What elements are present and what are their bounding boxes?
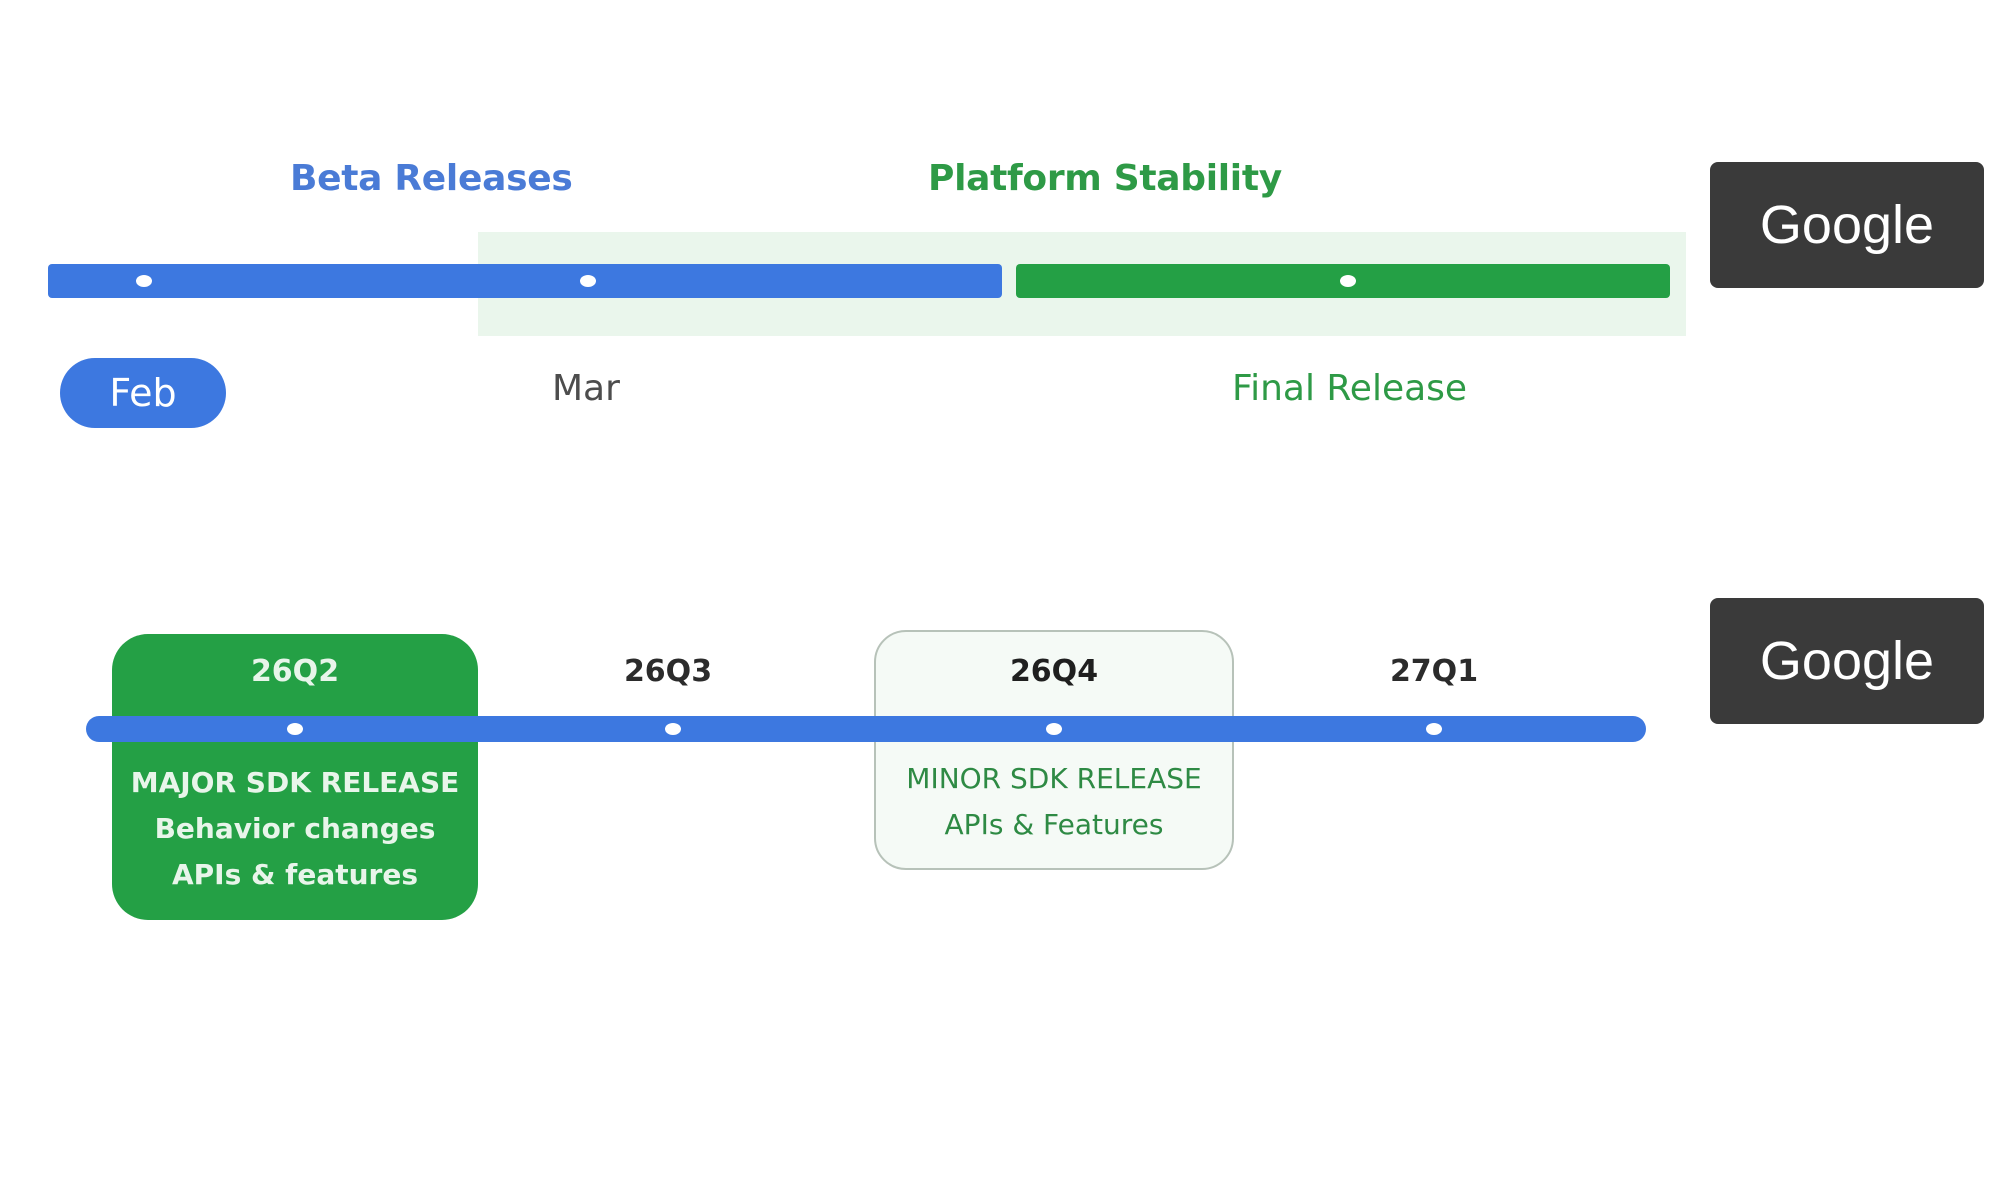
minor-release-line-apis: APIs & Features <box>944 808 1164 841</box>
beta-timeline-bar <box>48 264 1002 298</box>
major-release-card <box>112 634 478 920</box>
phase-label-platform-stability: Platform Stability <box>928 158 1282 199</box>
quarter-label-26q2: 26Q2 <box>250 654 340 689</box>
major-release-title: MAJOR SDK RELEASE <box>130 766 460 799</box>
quarter-label-27q1: 27Q1 <box>1389 654 1479 689</box>
minor-release-card <box>874 630 1234 870</box>
quarter-dot-26q2 <box>287 723 303 735</box>
phase-label-beta: Beta Releases <box>290 158 573 199</box>
milestone-dot-final <box>1340 275 1356 287</box>
milestone-label-final-release: Final Release <box>1232 368 1468 409</box>
major-release-line-behavior: Behavior changes <box>154 812 436 845</box>
quarter-dot-26q4 <box>1046 723 1062 735</box>
major-release-line-apis: APIs & features <box>171 858 419 891</box>
milestone-dot-feb <box>136 275 152 287</box>
google-badge-top: Google <box>1710 162 1984 288</box>
minor-release-title: MINOR SDK RELEASE <box>906 762 1202 795</box>
quarter-label-26q4: 26Q4 <box>1009 654 1099 689</box>
milestone-dot-mar <box>580 275 596 287</box>
google-badge-bottom: Google <box>1710 598 1984 724</box>
quarter-label-26q3: 26Q3 <box>623 654 713 689</box>
milestone-label-mar: Mar <box>552 368 620 409</box>
quarter-dot-26q3 <box>665 723 681 735</box>
quarter-dot-27q1 <box>1426 723 1442 735</box>
milestone-pill-feb: Feb <box>60 358 226 428</box>
quarter-timeline-bar <box>86 716 1646 742</box>
